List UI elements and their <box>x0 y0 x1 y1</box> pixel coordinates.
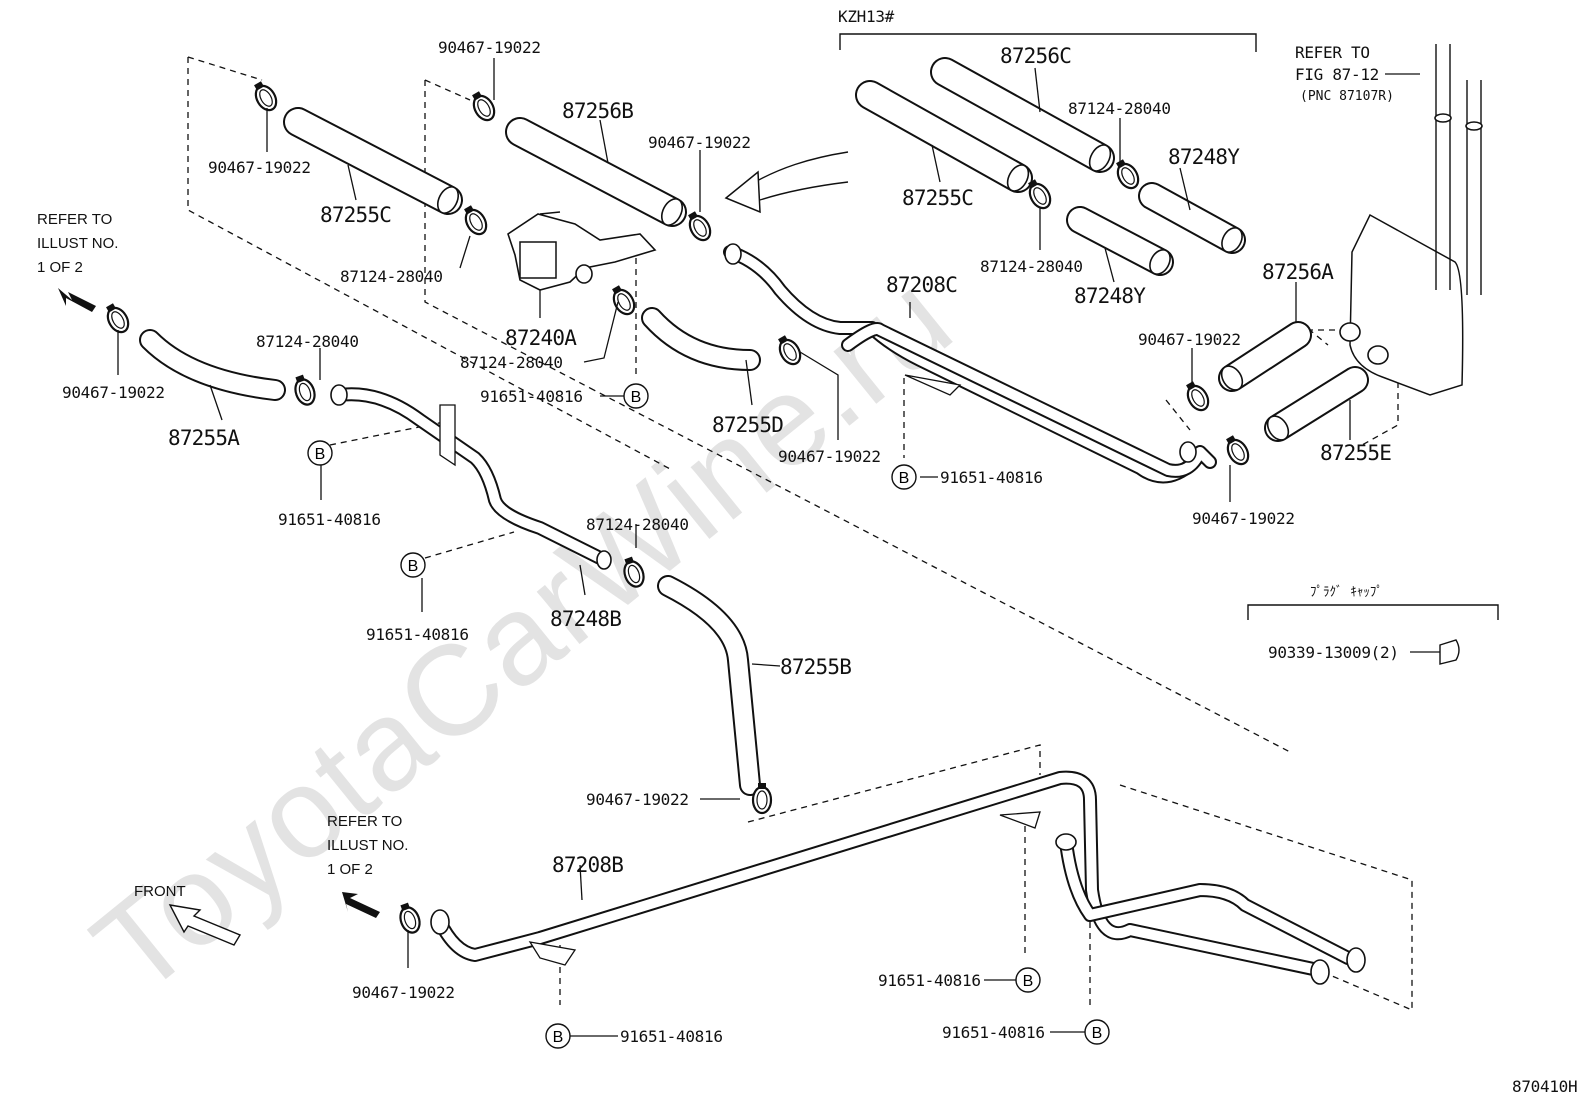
part-label-87256A: 87256A <box>1262 260 1334 284</box>
plug-cap-header: ﾌﾟﾗｸﾞ ｷｬｯﾌﾟ <box>1310 585 1383 600</box>
b-callout-marker: B <box>891 464 917 490</box>
bent-hoses <box>139 307 761 796</box>
part-label-90467-top-mid: 90467-19022 <box>438 38 541 57</box>
hose-clamp-icon <box>106 303 130 334</box>
hose-clamp-icon <box>612 285 636 316</box>
part-label-87256C: 87256C <box>1000 44 1071 68</box>
b-callout-marker: B <box>307 440 333 466</box>
plug-cap-part: 90339-13009(2) <box>1268 643 1399 662</box>
part-label-87124-valve: 87124-28040 <box>460 353 563 372</box>
part-label-87124-right-low: 87124-28040 <box>980 257 1083 276</box>
figure-code: 870410H <box>1512 1077 1577 1096</box>
part-label-87255C-right: 87255C <box>902 186 973 210</box>
front-label: FRONT <box>134 883 186 900</box>
refer-arrow-bottom <box>342 892 380 918</box>
hose-clamp-icon <box>254 81 278 112</box>
part-label-91651-bottom-right: 91651-40816 <box>942 1023 1045 1042</box>
part-label-87255C-left: 87255C <box>320 203 391 227</box>
variant-bracket: KZH13# <box>838 7 1257 52</box>
part-label-87255D: 87255D <box>712 413 783 437</box>
reference-notes: REFER TO FIG 87-12 (PNC 87107R) REFER TO… <box>37 43 1578 1096</box>
b-callout-letter: B <box>1023 973 1034 990</box>
part-label-87248B: 87248B <box>550 607 621 631</box>
part-label-90467-bottom-left: 90467-19022 <box>352 983 455 1002</box>
part-label-87248Y-b: 87248Y <box>1074 284 1146 308</box>
hose-clamp-icon <box>464 205 488 236</box>
b-callout-letter: B <box>315 446 326 463</box>
b-callout-marker: B <box>623 383 649 409</box>
part-label-90467-mid-low: 90467-19022 <box>586 790 689 809</box>
part-label-91651-left-low: 91651-40816 <box>366 625 469 644</box>
part-label-90467-top-left: 90467-19022 <box>208 158 311 177</box>
b-callout-letter: B <box>553 1029 564 1046</box>
refer-fig-line3: (PNC 87107R) <box>1300 89 1394 104</box>
hose-clamp-icon <box>1226 435 1250 466</box>
refer-illust-top-line3: 1 OF 2 <box>37 259 83 276</box>
refer-illust-top-line2: ILLUST NO. <box>37 235 118 252</box>
straight-hoses <box>283 57 1369 442</box>
b-callouts: B B B B B B B <box>307 383 1110 1049</box>
refer-fig-line2: FIG 87-12 <box>1295 65 1379 84</box>
water-valve <box>507 211 657 291</box>
part-label-87124-left-mid: 87124-28040 <box>256 332 359 351</box>
b-callout-marker: B <box>1015 967 1041 993</box>
part-label-87124-left-upper: 87124-28040 <box>340 267 443 286</box>
leader-lines <box>117 58 1440 1037</box>
part-label-90467-right-top: 90467-19022 <box>1138 330 1241 349</box>
refer-illust-bottom-line2: ILLUST NO. <box>327 837 408 854</box>
part-labels: 90467-19022 90467-19022 87255C 87256B 90… <box>62 38 1392 1046</box>
part-label-91651-bottom-mid: 91651-40816 <box>878 971 981 990</box>
hose-clamp-icon <box>778 335 802 366</box>
hose-clamp-icon <box>472 91 496 122</box>
direction-arrow <box>724 151 849 214</box>
hose-clamp-icon <box>1028 179 1052 210</box>
refer-illust-bottom-line3: 1 OF 2 <box>327 861 373 878</box>
part-label-87255B: 87255B <box>780 655 851 679</box>
front-arrow-icon <box>168 904 242 946</box>
hose-clamps <box>106 81 1250 934</box>
part-label-87255E: 87255E <box>1320 441 1391 465</box>
hose-clamp-icon <box>688 211 712 242</box>
hose-clamp-icon <box>294 374 316 406</box>
part-label-87255A: 87255A <box>168 426 240 450</box>
plug-cap-note: ﾌﾟﾗｸﾞ ｷｬｯﾌﾟ 90339-13009(2) <box>1247 585 1499 665</box>
b-callout-marker: B <box>1084 1019 1110 1045</box>
b-callout-letter: B <box>899 470 910 487</box>
heater-unit <box>1339 44 1483 396</box>
part-label-90467-center: 90467-19022 <box>778 447 881 466</box>
refer-illust-bottom-line1: REFER TO <box>327 813 402 830</box>
part-label-87240A: 87240A <box>505 326 577 350</box>
refer-fig-line1: REFER TO <box>1295 43 1370 62</box>
b-callout-marker: B <box>400 552 426 578</box>
hose-clamp-icon <box>623 556 645 588</box>
b-callout-marker: B <box>545 1023 571 1049</box>
refer-illust-top-line1: REFER TO <box>37 211 112 228</box>
part-label-90467-mid: 90467-19022 <box>648 133 751 152</box>
part-label-87124-top-right: 87124-28040 <box>1068 99 1171 118</box>
rigid-pipes <box>330 243 1366 985</box>
variant-label: KZH13# <box>838 7 895 26</box>
part-label-91651-left: 91651-40816 <box>278 510 381 529</box>
hose-clamp-icon <box>1116 159 1140 190</box>
part-label-91651-bottom-left: 91651-40816 <box>620 1027 723 1046</box>
plug-cap-icon <box>1439 639 1460 665</box>
part-label-91651-right: 91651-40816 <box>940 468 1043 487</box>
part-label-87208B: 87208B <box>552 853 623 877</box>
refer-arrow-top <box>58 288 96 312</box>
part-label-90467-right-bottom: 90467-19022 <box>1192 509 1295 528</box>
hose-clamp-icon <box>1186 381 1210 412</box>
b-callout-letter: B <box>631 389 642 406</box>
b-callout-letter: B <box>408 558 419 575</box>
part-label-91651-valve: 91651-40816 <box>480 387 583 406</box>
hose-clamp-icon <box>399 902 421 934</box>
part-label-87124-low: 87124-28040 <box>586 515 689 534</box>
assembly-outlines <box>187 56 1413 1011</box>
part-label-87248Y-a: 87248Y <box>1168 145 1240 169</box>
part-label-87208C: 87208C <box>886 273 957 297</box>
part-label-87256B: 87256B <box>562 99 633 123</box>
hose-clamp-icon <box>751 783 773 815</box>
b-callout-letter: B <box>1092 1025 1103 1042</box>
part-label-90467-left: 90467-19022 <box>62 383 165 402</box>
